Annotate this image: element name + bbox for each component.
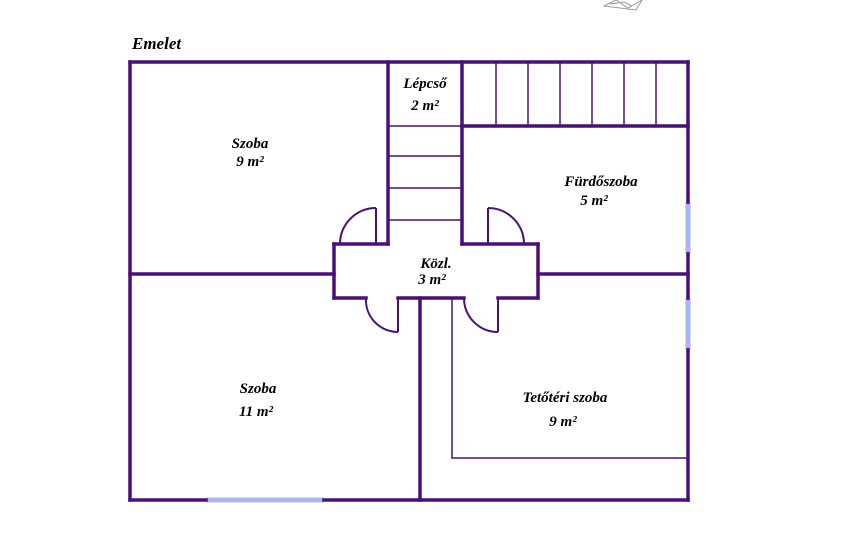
room-name-szoba-bottom: Szoba [240, 381, 277, 397]
room-area-szoba-bottom: 11 m² [239, 404, 274, 420]
room-name-furdoszoba: Fürdőszoba [563, 174, 638, 190]
room-name-tetoteri: Tetőtéri szoba [523, 390, 608, 406]
floor-title: Emelet [131, 34, 182, 53]
windows [206, 202, 691, 503]
room-name-szoba-top: Szoba [232, 136, 269, 152]
room-name-lepcso: Lépcső [402, 76, 448, 92]
room-area-tetoteri: 9 m² [549, 414, 577, 430]
room-area-lepcso: 2 m² [410, 98, 439, 114]
logo-icon [602, 0, 643, 11]
walls [128, 60, 690, 502]
room-area-szoba-top: 9 m² [236, 154, 264, 170]
thin-walls [388, 62, 688, 459]
room-area-kozl: 3 m² [417, 272, 446, 288]
room-area-furdoszoba: 5 m² [580, 193, 608, 209]
room-name-kozl: Közl. [419, 256, 451, 272]
door-swings [339, 207, 525, 334]
